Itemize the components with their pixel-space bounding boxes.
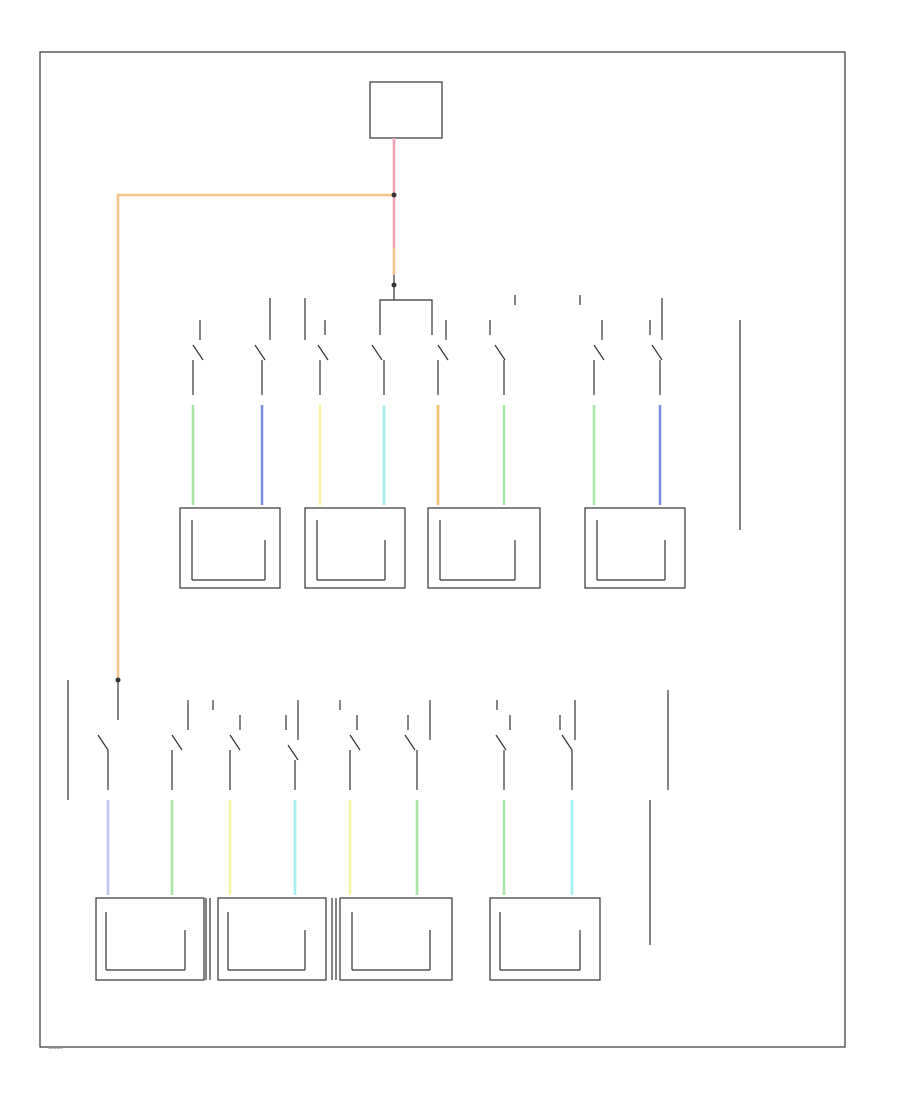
upper-motor-boxes — [179, 507, 686, 589]
splice-top — [391, 192, 397, 198]
lower-motor-boxes — [95, 897, 601, 981]
lower-switch-row — [97, 700, 576, 790]
upper-switch-row — [192, 295, 663, 395]
footer-code: ~~~~~ — [48, 1047, 62, 1052]
fuse-block — [369, 81, 443, 139]
wire-orange-main — [116, 193, 394, 680]
diagram-border — [39, 51, 846, 1048]
